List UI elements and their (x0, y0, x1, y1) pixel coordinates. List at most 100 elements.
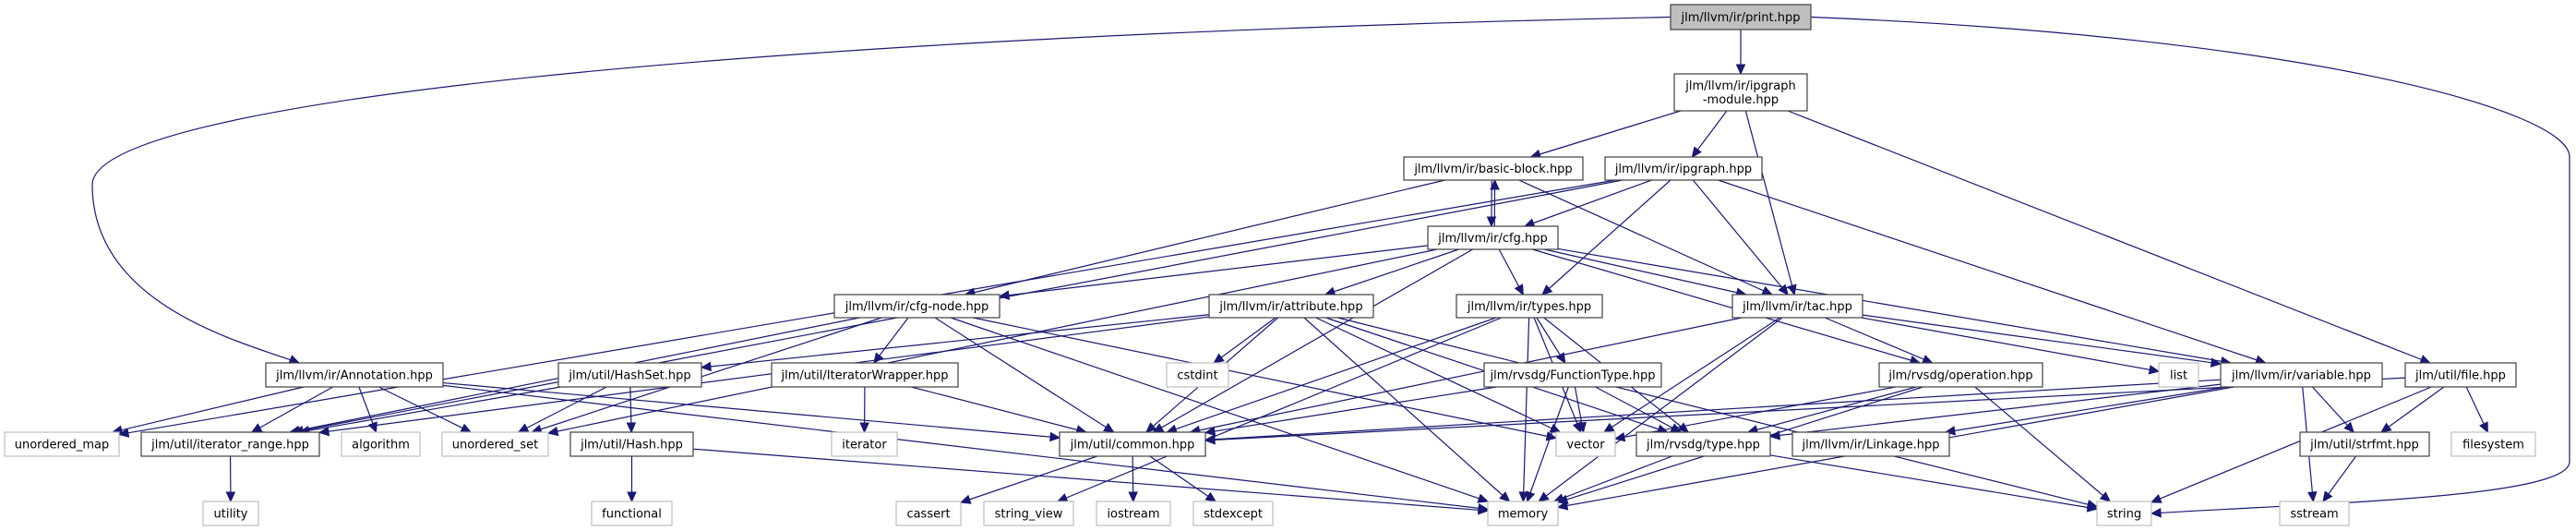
node-box[interactable] (1670, 4, 1812, 30)
arrowhead-iterator_range-to-utility (225, 491, 236, 503)
node-box[interactable] (1791, 431, 1950, 457)
node-hashset[interactable]: jlm/util/HashSet.hpp (557, 362, 702, 388)
node-box[interactable] (557, 362, 702, 388)
node-sstream: sstream (2279, 501, 2350, 526)
arrowhead-types-to-string_view (1056, 493, 1069, 502)
arrowhead-common-to-iostream (1128, 491, 1138, 503)
node-attribute[interactable]: jlm/llvm/ir/attribute.hpp (1208, 294, 1374, 319)
node-box (1096, 501, 1171, 526)
node-label: jlm/util/HashSet.hpp (568, 369, 690, 383)
node-box[interactable] (1208, 294, 1374, 319)
node-cstdint: cstdint (1166, 362, 1229, 388)
node-box[interactable] (1427, 225, 1559, 250)
node-cfg[interactable]: jlm/llvm/ir/cfg.hpp (1427, 225, 1559, 250)
node-box[interactable] (1059, 431, 1206, 457)
edge-hashset-to-unordered_set (518, 386, 607, 433)
arrowhead-rvsdg_type-to-memory (1552, 493, 1565, 503)
arrowhead-variable-to-rvsdg_type (1768, 430, 1781, 440)
edge-operation-to-string (1974, 386, 2111, 502)
node-iterator-range[interactable]: jlm/util/iterator_range.hpp (140, 431, 320, 457)
node-box[interactable] (2404, 362, 2517, 388)
node-common[interactable]: jlm/util/common.hpp (1059, 431, 1206, 457)
node-rvsdg-type[interactable]: jlm/rvsdg/type.hpp (1635, 431, 1771, 457)
arrowhead-cfg-to-basic_block (1490, 178, 1500, 190)
node-linkage[interactable]: jlm/llvm/ir/Linkage.hpp (1791, 431, 1950, 457)
edge-tac-to-operation (1824, 317, 1933, 364)
arrowhead-file-to-filesystem (2479, 421, 2488, 434)
edge-operation-to-vector (1614, 386, 1897, 440)
node-box[interactable] (140, 431, 320, 457)
node-box[interactable] (771, 362, 959, 388)
node-label: jlm/llvm/ir/print.hpp (1681, 11, 1801, 25)
arrowhead-tac-to-list (2148, 365, 2161, 375)
node-file[interactable]: jlm/util/file.hpp (2404, 362, 2517, 388)
node-box[interactable] (833, 294, 1000, 319)
node-label: cstdint (1177, 369, 1217, 383)
node-label: jlm/llvm/ir/variable.hpp (2231, 369, 2371, 383)
node-ipgraph-module[interactable]: jlm/llvm/ir/ipgraph-module.hpp (1673, 73, 1808, 112)
node-box (441, 431, 549, 457)
node-basic-block[interactable]: jlm/llvm/ir/basic-block.hpp (1403, 156, 1584, 181)
node-filesystem: filesystem (2450, 431, 2536, 457)
arrowhead-variable-to-strfmt (2343, 421, 2354, 433)
edge-functiontype-to-common (1204, 386, 1497, 434)
node-hash[interactable]: jlm/util/Hash.hpp (569, 431, 694, 457)
node-strfmt[interactable]: jlm/util/strfmt.hpp (2299, 431, 2430, 457)
arrowhead-common-to-stdexcept (1204, 491, 1217, 502)
node-variable[interactable]: jlm/llvm/ir/variable.hpp (2220, 362, 2383, 388)
edge-types-to-common (1167, 317, 1497, 433)
edge-annotation-to-iterator_range (251, 386, 333, 433)
node-ipgraph[interactable]: jlm/llvm/ir/ipgraph.hpp (1604, 156, 1763, 181)
node-label: vector (1566, 439, 1605, 453)
node-box (2096, 501, 2152, 526)
node-label: jlm/rvsdg/type.hpp (1646, 439, 1760, 453)
arrowhead-rvsdg_type-to-string (2086, 502, 2099, 513)
node-annotation[interactable]: jlm/llvm/ir/Annotation.hpp (265, 362, 444, 388)
arrowhead-attribute-to-memory (1499, 491, 1511, 502)
node-box[interactable] (1731, 294, 1863, 319)
node-box[interactable] (1604, 156, 1763, 181)
edge-print-to-annotation (91, 16, 1671, 364)
node-tac[interactable]: jlm/llvm/ir/tac.hpp (1731, 294, 1863, 319)
node-box[interactable] (1483, 362, 1662, 388)
node-box[interactable] (2299, 431, 2430, 457)
edge-ipgraph-to-variable (1718, 179, 2266, 364)
edge-attribute-to-vector (1315, 317, 1561, 433)
node-box (895, 501, 962, 526)
node-label: string_view (995, 508, 1063, 522)
node-label: utility (214, 508, 248, 522)
edge-tac-to-memory (1538, 317, 1783, 502)
node-cfg-node[interactable]: jlm/llvm/ir/cfg-node.hpp (833, 294, 1000, 319)
node-label: sstream (2290, 508, 2338, 522)
node-functiontype[interactable]: jlm/rvsdg/FunctionType.hpp (1483, 362, 1662, 388)
arrowhead-annotation-to-iterator_range (250, 423, 263, 433)
node-string: string (2096, 501, 2152, 526)
arrowhead-file-to-strfmt (2380, 422, 2392, 433)
node-box[interactable] (1878, 362, 2043, 388)
node-box[interactable] (2220, 362, 2383, 388)
node-label: jlm/llvm/ir/ipgraph (1684, 79, 1795, 93)
node-label: filesystem (2462, 439, 2524, 453)
node-box (1192, 501, 1274, 526)
node-operation[interactable]: jlm/rvsdg/operation.hpp (1878, 362, 2043, 388)
arrowhead-variable-to-sstream (2307, 491, 2318, 503)
node-iterwrap[interactable]: jlm/util/IteratorWrapper.hpp (771, 362, 959, 388)
node-print[interactable]: jlm/llvm/ir/print.hpp (1670, 4, 1812, 30)
node-label: memory (1498, 508, 1549, 522)
node-box[interactable] (265, 362, 444, 388)
node-box[interactable] (569, 431, 694, 457)
arrowhead-hashset-to-hash (626, 422, 637, 434)
node-box[interactable] (1673, 73, 1808, 112)
arrowhead-hash-to-memory (1478, 504, 1490, 515)
node-types[interactable]: jlm/llvm/ir/types.hpp (1456, 294, 1603, 319)
edge-attribute-to-cstdint (1213, 317, 1276, 364)
arrowhead-basic_block-to-cfg (1486, 216, 1497, 228)
node-box (1555, 431, 1616, 457)
node-box[interactable] (1635, 431, 1771, 457)
node-box (983, 501, 1074, 526)
node-box[interactable] (1456, 294, 1603, 319)
edge-cfg-to-variable (1557, 247, 2231, 364)
node-box (202, 501, 259, 526)
edge-tac-to-variable (1862, 314, 2222, 365)
node-box[interactable] (1403, 156, 1584, 181)
